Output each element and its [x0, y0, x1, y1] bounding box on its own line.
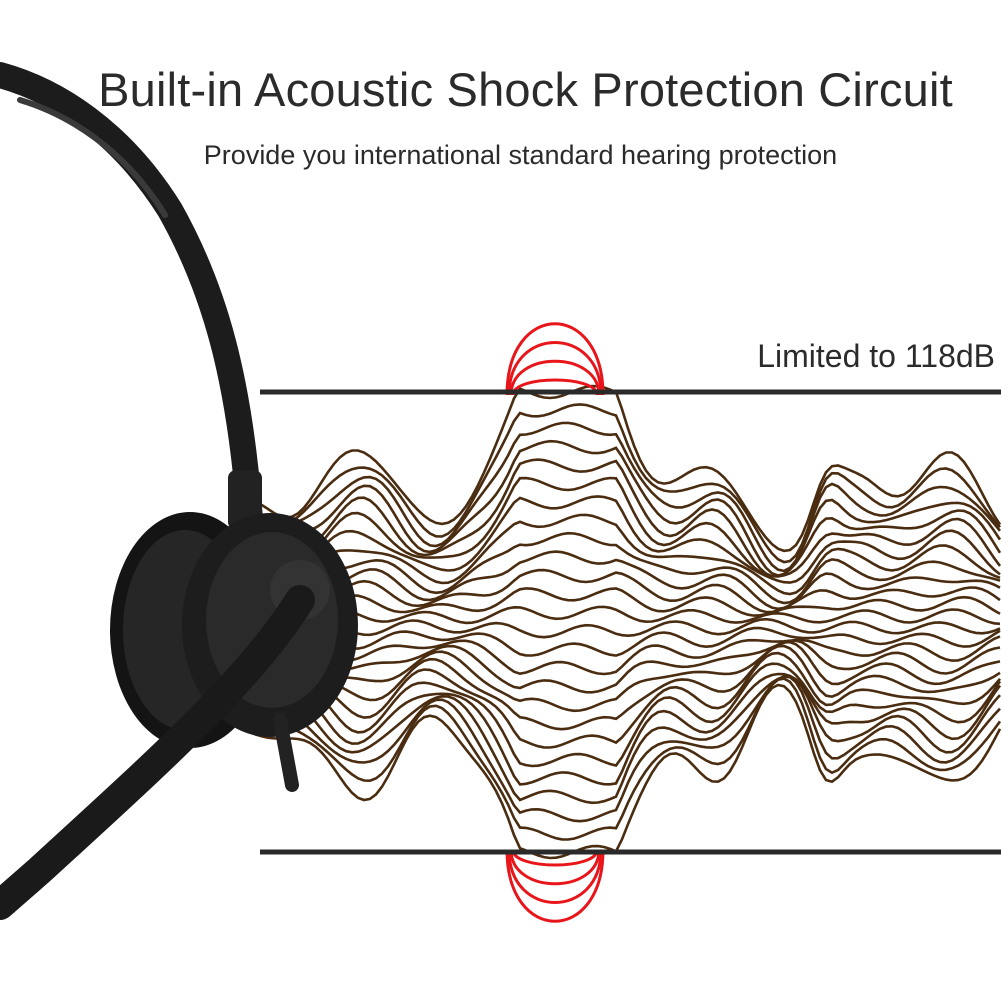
- clipped-peak-top: [505, 322, 605, 396]
- clipped-peak-bottom: [507, 849, 603, 904]
- clipped-peak-top: [509, 359, 601, 396]
- wave-line: [159, 384, 1001, 618]
- wave-line: [159, 615, 1001, 860]
- page-title: Built-in Acoustic Shock Protection Circu…: [98, 63, 953, 116]
- wave-line: [159, 616, 1001, 841]
- clipped-peak-top: [511, 378, 599, 396]
- page-subtitle: Provide you international standard heari…: [203, 140, 838, 170]
- clipped-peaks: [505, 322, 605, 923]
- clipped-peak-bottom: [509, 849, 601, 886]
- headset-icon: [0, 62, 358, 920]
- clipped-peak-bottom: [505, 849, 605, 923]
- wave-line: [159, 403, 1001, 623]
- clipped-peak-top: [507, 341, 603, 396]
- clipped-peak-bottom: [511, 849, 599, 867]
- limit-label: Limited to 118dB: [757, 338, 995, 374]
